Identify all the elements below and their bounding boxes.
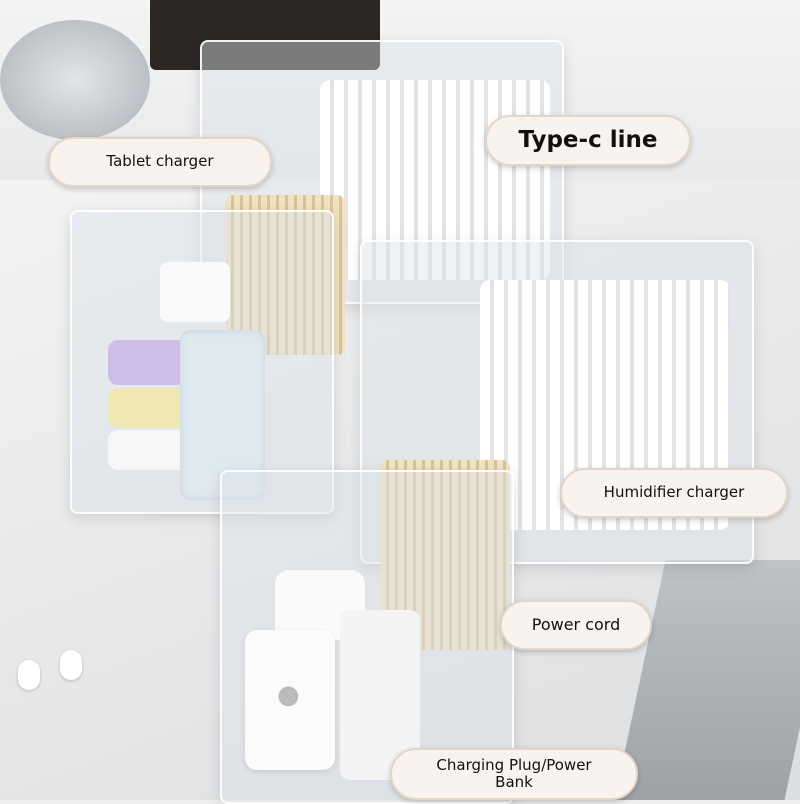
label-power-cord: Power cord <box>500 600 652 650</box>
earbud-right <box>60 650 82 680</box>
gold-cables-1 <box>225 195 345 355</box>
label-type-c-line: Type-c line <box>485 115 691 166</box>
charger-plug <box>160 262 230 322</box>
yellow-charger <box>108 388 188 428</box>
round-mirror <box>0 20 150 140</box>
white-charger <box>108 430 188 470</box>
apple-charger: ● <box>245 630 335 770</box>
earbud-left <box>18 660 40 690</box>
label-humidifier-charger: Humidifier charger <box>560 468 788 518</box>
apple-logo-icon: ● <box>277 680 300 710</box>
label-tablet-charger: Tablet charger <box>48 137 272 187</box>
purple-charger <box>108 340 188 385</box>
white-cables-1 <box>320 80 550 280</box>
label-charging-plug-power-bank: Charging Plug/Power Bank <box>390 748 638 800</box>
picture-frame <box>150 0 380 70</box>
